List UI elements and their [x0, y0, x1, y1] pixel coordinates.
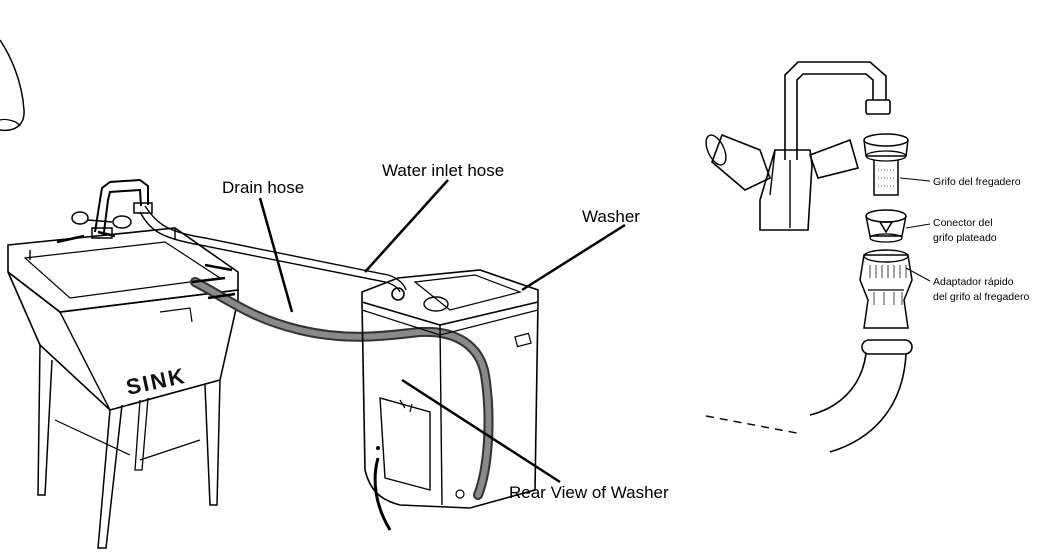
- sink-label: SINK: [124, 363, 188, 400]
- sink: SINK: [7, 227, 239, 549]
- detail-parts: [705, 133, 913, 453]
- sink-faucet: [71, 178, 153, 239]
- washer: [361, 269, 539, 531]
- adapter-label-line2: del grifo al fregadero: [933, 291, 1029, 303]
- partial-fixture-edge: [0, 39, 25, 132]
- leader-lines: [56, 179, 626, 484]
- rear-view-label: Rear View of Washer: [509, 483, 669, 502]
- detail-leader-lines: [899, 177, 931, 282]
- water-inlet-hose-label: Water inlet hose: [382, 161, 504, 180]
- adapter-label-line1: Adaptador rápido: [933, 276, 1014, 288]
- drain-hose-label: Drain hose: [222, 178, 304, 197]
- detail-faucet: [705, 61, 891, 231]
- washer-label: Washer: [582, 207, 640, 226]
- water-inlet-hose: [139, 205, 407, 293]
- faucet-label: Grifo del fregadero: [933, 176, 1021, 188]
- drain-hose: [190, 277, 494, 500]
- connector-label-line1: Conector del: [933, 217, 993, 229]
- connector-label-line2: grifo plateado: [933, 232, 997, 244]
